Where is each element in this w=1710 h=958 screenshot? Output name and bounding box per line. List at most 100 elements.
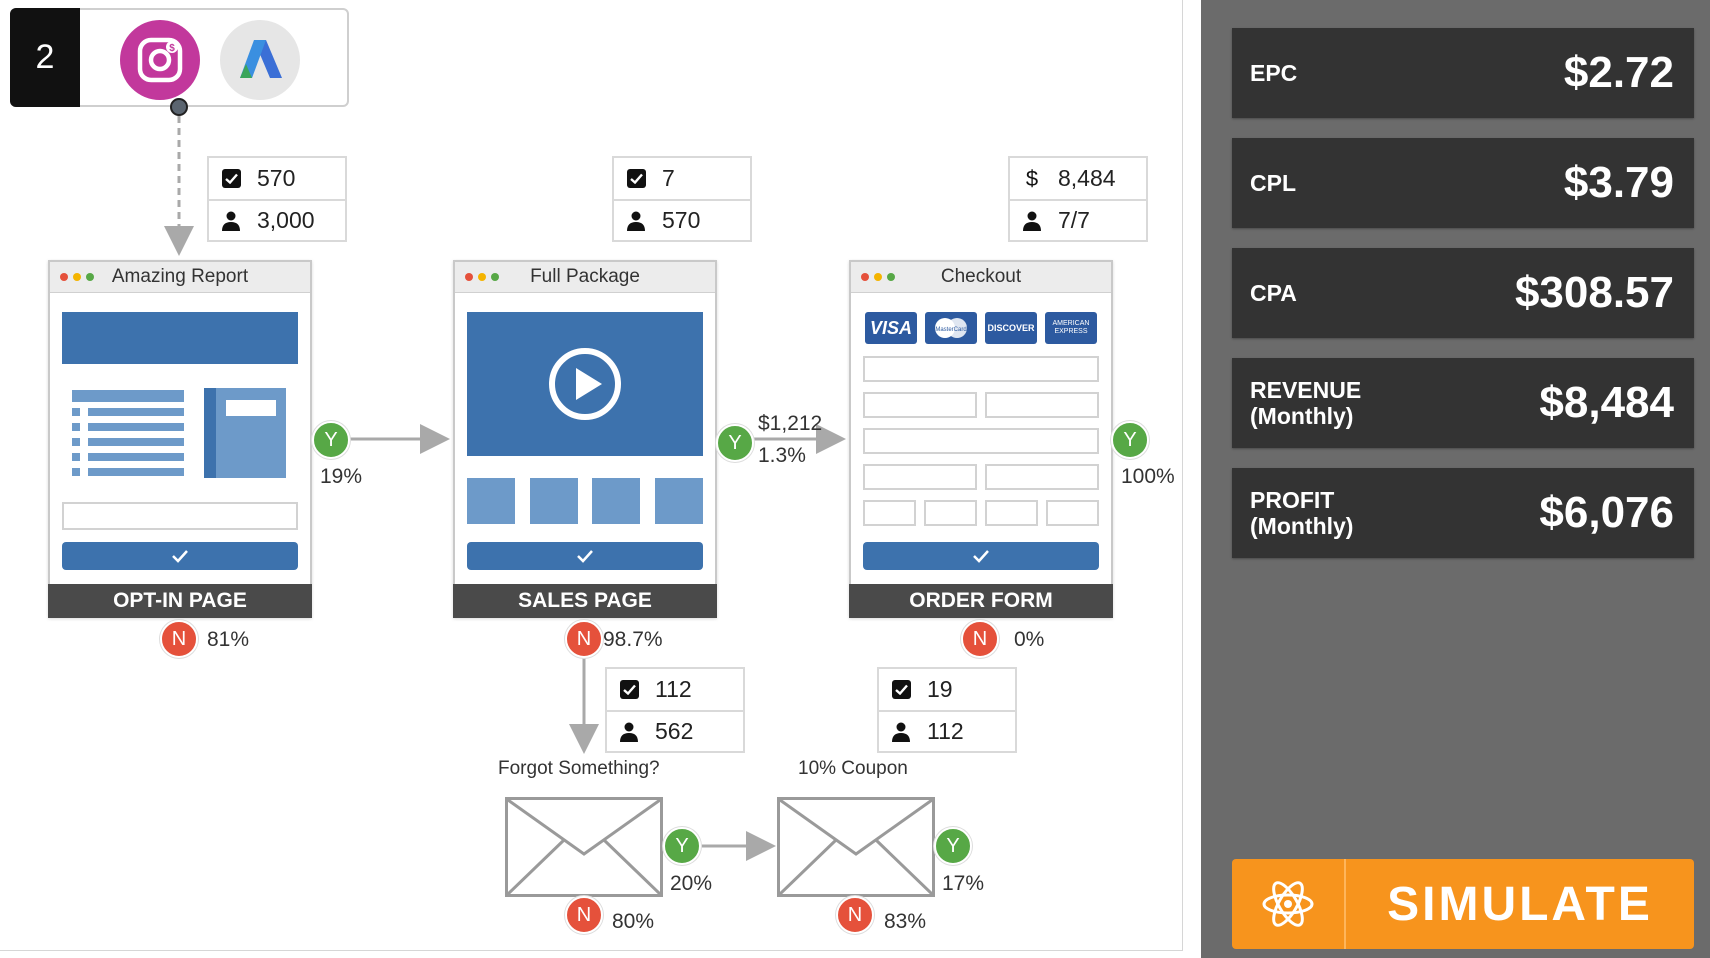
- order-revenue: 8,484: [1058, 165, 1116, 191]
- order-visitors: 7/7: [1058, 207, 1090, 233]
- metric-label: REVENUE: [1250, 377, 1362, 403]
- person-icon: [627, 211, 645, 231]
- person-icon: [620, 722, 638, 742]
- sales-page-title: Full Package: [530, 266, 640, 287]
- page-title-bar: Full Package: [455, 262, 715, 293]
- adwords-icon: [220, 20, 300, 100]
- metric-value: $2.72: [1563, 48, 1674, 97]
- checkbox-icon: [221, 169, 241, 188]
- order-page-title: Checkout: [940, 266, 1022, 287]
- optin-no-pct: 81%: [207, 628, 250, 651]
- metric-cpl: CPL $3.79: [1232, 138, 1694, 228]
- visa-card-icon: VISA: [865, 312, 917, 344]
- order-stats: $8,484 7/7: [1008, 156, 1148, 242]
- checkbox-icon: [891, 680, 911, 699]
- metric-label: CPL: [1250, 170, 1296, 196]
- order-no-pct: 0%: [1014, 628, 1045, 651]
- forgot-conversions: 112: [655, 676, 692, 702]
- optin-page-label: OPT-IN PAGE: [48, 584, 312, 618]
- optin-email-field: [62, 502, 298, 530]
- optin-visitors: 3,000: [257, 207, 315, 233]
- coupon-visitors: 112: [927, 718, 964, 744]
- page-title-bar: Checkout: [851, 262, 1111, 293]
- forgot-email-title: Forgot Something?: [498, 758, 660, 779]
- person-icon: [892, 722, 910, 742]
- optin-stats: 570 3,000: [207, 156, 347, 242]
- sales-yes-badge[interactable]: Y: [716, 424, 754, 462]
- simulate-button[interactable]: SIMULATE: [1232, 859, 1694, 949]
- sales-yes-pct: 1.3%: [758, 444, 806, 467]
- order-page-label: ORDER FORM: [849, 584, 1113, 618]
- metric-revenue: REVENUE(Monthly) $8,484: [1232, 358, 1694, 448]
- optin-yes-badge[interactable]: Y: [312, 421, 350, 459]
- metric-sublabel: (Monthly): [1250, 513, 1354, 539]
- source-connector-dot[interactable]: [170, 98, 188, 116]
- svg-text:MasterCard: MasterCard: [935, 327, 966, 333]
- metric-label: PROFIT: [1250, 487, 1335, 513]
- sales-yes-value: $1,212: [758, 412, 823, 435]
- order-no-badge[interactable]: N: [961, 620, 999, 658]
- order-yes-badge[interactable]: Y: [1111, 421, 1149, 459]
- optin-conversions: 570: [257, 165, 296, 191]
- forgot-email-node[interactable]: [505, 797, 663, 897]
- coupon-conversions: 19: [927, 676, 953, 702]
- video-area: [467, 312, 703, 456]
- connectors: [164, 116, 846, 861]
- page-title-bar: Amazing Report: [50, 262, 310, 293]
- coupon-yes-badge[interactable]: Y: [934, 827, 972, 865]
- dollar-icon: $: [1025, 165, 1039, 191]
- gutter: [1183, 0, 1201, 958]
- check-icon: [973, 550, 989, 563]
- coupon-email-title: 10% Coupon: [798, 758, 908, 779]
- forgot-stats: 112 562: [605, 667, 745, 753]
- optin-yes-pct: 19%: [320, 465, 363, 488]
- check-icon: [577, 550, 593, 563]
- metric-value: $8,484: [1539, 378, 1674, 427]
- envelope-icon: [508, 800, 660, 894]
- discover-card-icon: DISCOVER: [985, 312, 1037, 344]
- person-icon: [1023, 211, 1041, 231]
- amex-card-icon: AMERICAN EXPRESS: [1045, 312, 1097, 344]
- svg-text:$: $: [169, 43, 175, 54]
- play-icon: [549, 348, 621, 420]
- sales-page-label: SALES PAGE: [453, 584, 717, 618]
- report-book-icon: [204, 388, 286, 478]
- sales-conversions: 7: [662, 165, 675, 191]
- coupon-no-badge[interactable]: N: [836, 896, 874, 934]
- metric-label: EPC: [1250, 60, 1298, 86]
- metric-profit: PROFIT(Monthly) $6,076: [1232, 468, 1694, 558]
- forgot-visitors: 562: [655, 718, 694, 744]
- checkbox-icon: [626, 169, 646, 188]
- sales-no-badge[interactable]: N: [565, 620, 603, 658]
- sales-stats: 7 570: [612, 156, 752, 242]
- optin-no-badge[interactable]: N: [160, 620, 198, 658]
- sales-no-pct: 98.7%: [603, 628, 663, 651]
- coupon-yes-pct: 17%: [942, 872, 985, 895]
- order-page-node[interactable]: Checkout VISA MasterCard DISCOVER AMERIC…: [849, 260, 1113, 618]
- metric-label: CPA: [1250, 280, 1297, 306]
- metric-cpa: CPA $308.57: [1232, 248, 1694, 338]
- checkbox-icon: [619, 680, 639, 699]
- coupon-email-node[interactable]: [777, 797, 935, 897]
- optin-submit-button: [62, 542, 298, 570]
- metric-epc: EPC $2.72: [1232, 28, 1694, 118]
- simulate-label: SIMULATE: [1387, 877, 1653, 931]
- optin-page-node[interactable]: Amazing Report OPT-IN PAGE: [48, 260, 312, 618]
- forgot-yes-pct: 20%: [670, 872, 713, 895]
- forgot-no-badge[interactable]: N: [565, 896, 603, 934]
- person-icon: [222, 211, 240, 231]
- mastercard-icon: MasterCard: [925, 312, 977, 344]
- coupon-no-pct: 83%: [884, 910, 927, 933]
- check-icon: [172, 550, 188, 563]
- order-submit-button: [863, 542, 1099, 570]
- instagram-icon: $: [120, 20, 200, 100]
- coupon-stats: 19 112: [877, 667, 1017, 753]
- sales-buy-button: [467, 542, 703, 570]
- sales-visitors: 570: [662, 207, 701, 233]
- envelope-icon: [780, 800, 932, 894]
- atom-icon: [1262, 881, 1314, 927]
- metric-value: $3.79: [1563, 158, 1674, 207]
- metric-value: $6,076: [1539, 488, 1674, 537]
- forgot-yes-badge[interactable]: Y: [663, 827, 701, 865]
- sales-page-node[interactable]: Full Package SALES PAGE: [453, 260, 717, 618]
